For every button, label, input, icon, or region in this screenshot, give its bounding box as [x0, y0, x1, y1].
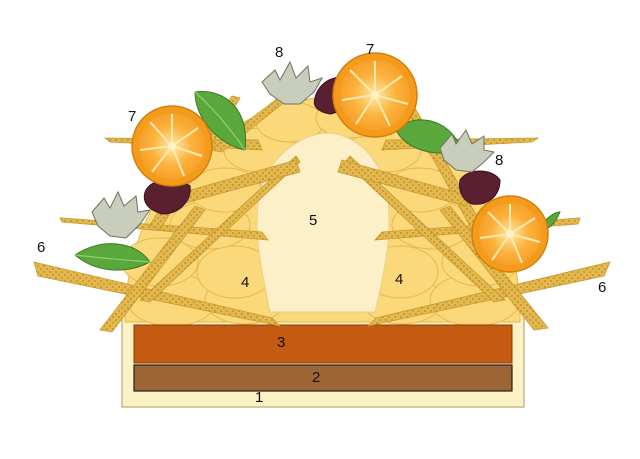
- label-disc-left: 4: [241, 274, 249, 291]
- number-labels: 1 2 3 4 4 5 6 6 7 7 8 8: [37, 41, 606, 406]
- bottom-layer: [133, 364, 513, 392]
- orange-slice-icon: [332, 52, 418, 138]
- orange-slice-icon: [471, 195, 549, 273]
- label-herb-top: 8: [275, 44, 283, 61]
- cream-center: [256, 132, 390, 313]
- basil-leaf-icon: [194, 91, 247, 151]
- label-disc-right: 4: [395, 271, 403, 288]
- label-bottom-layer: 2: [312, 369, 320, 386]
- label-orange-left: 7: [128, 108, 136, 125]
- label-stick-left: 6: [37, 239, 45, 256]
- herb-sprig-icon: [91, 60, 496, 239]
- label-middle-layer: 3: [277, 334, 285, 351]
- label-base: 1: [255, 389, 263, 406]
- label-orange-top: 7: [366, 41, 374, 58]
- label-cream-center: 5: [309, 212, 317, 229]
- orange-slice-icon: [131, 105, 213, 187]
- middle-layer: [133, 324, 513, 364]
- label-stick-right: 6: [598, 279, 606, 296]
- basil-leaf-icon: [74, 243, 151, 271]
- label-herb-right: 8: [495, 152, 503, 169]
